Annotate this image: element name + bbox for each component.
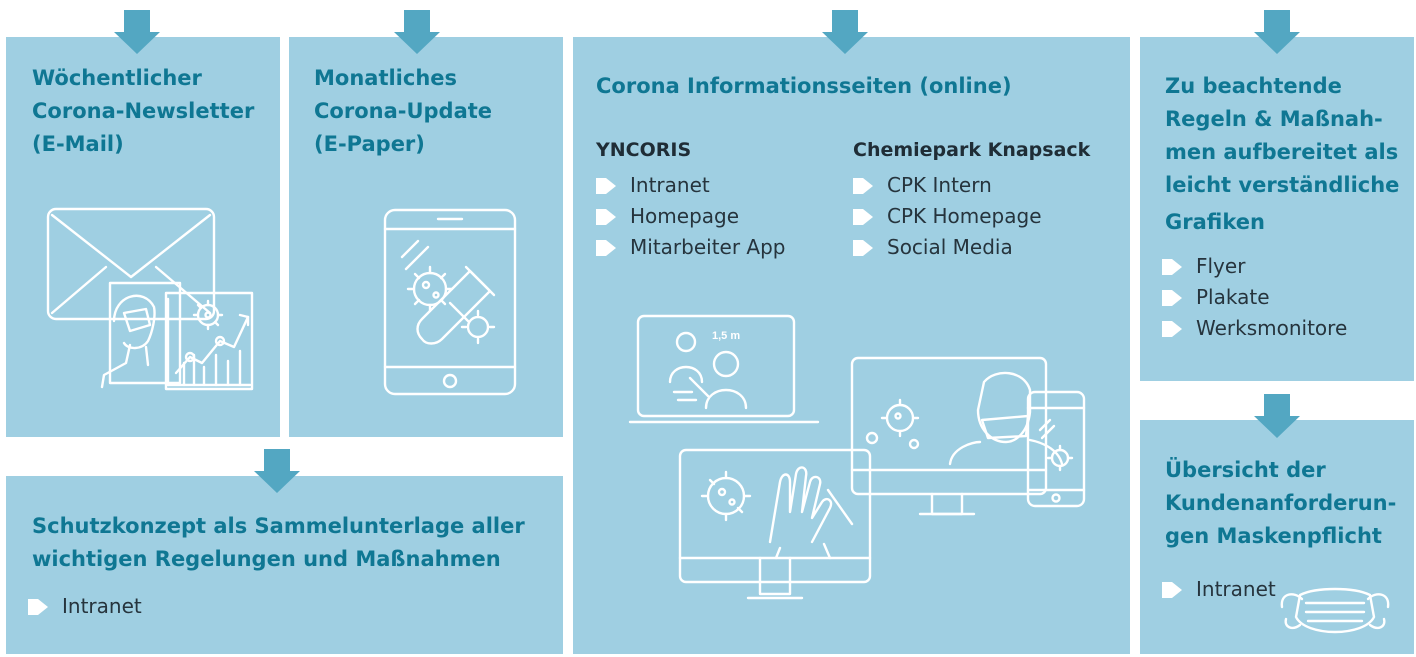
rules-panel	[1140, 37, 1414, 381]
schutz-panel	[6, 476, 563, 654]
down-arrow-icon	[1254, 394, 1300, 438]
bullet-arrow-icon	[853, 209, 873, 225]
distance-label: 1,5 m	[712, 330, 740, 342]
info-title: Corona Informationsseiten (online)	[596, 74, 1012, 98]
bullet-arrow-icon	[853, 240, 873, 256]
down-arrow-icon	[254, 449, 300, 493]
kunden-title: Übersicht der Kundenanforderun- gen Mask…	[1165, 458, 1397, 548]
newsletter-panel	[6, 37, 280, 437]
update-panel	[289, 37, 563, 437]
list-item[interactable]: Mitarbeiter App	[596, 232, 786, 263]
list-item[interactable]: Intranet	[28, 591, 142, 622]
schutz-title: Schutzkonzept als Sammelunterlage aller …	[32, 514, 525, 571]
down-arrow-icon	[822, 10, 868, 54]
schutz-list: Intranet	[28, 591, 142, 622]
rules-title: Zu beachtende Regeln & Maßnah- men aufbe…	[1165, 74, 1400, 234]
yncoris-heading: YNCORIS	[596, 139, 692, 161]
bullet-arrow-icon	[596, 209, 616, 225]
chemiepark-heading: Chemiepark Knapsack	[853, 139, 1091, 161]
list-item[interactable]: Werksmonitore	[1162, 313, 1347, 344]
devices-illustration: 1,5 m	[628, 314, 1086, 600]
bullet-arrow-icon	[853, 178, 873, 194]
list-item[interactable]: CPK Homepage	[853, 201, 1042, 232]
bullet-arrow-icon	[1162, 582, 1182, 598]
list-item[interactable]: Flyer	[1162, 251, 1347, 282]
rules-list: Flyer Plakate Werksmonitore	[1162, 251, 1347, 344]
envelope-mask-chart-illustration	[46, 207, 254, 391]
list-item[interactable]: Intranet	[596, 170, 786, 201]
bullet-arrow-icon	[1162, 290, 1182, 306]
list-item[interactable]: CPK Intern	[853, 170, 1042, 201]
info-panel	[573, 37, 1130, 654]
bullet-arrow-icon	[596, 240, 616, 256]
kunden-list: Intranet	[1162, 574, 1276, 605]
bullet-arrow-icon	[1162, 321, 1182, 337]
list-item[interactable]: Homepage	[596, 201, 786, 232]
bullet-arrow-icon	[596, 178, 616, 194]
bullet-arrow-icon	[1162, 259, 1182, 275]
chemiepark-list: CPK Intern CPK Homepage Social Media	[853, 170, 1042, 263]
yncoris-list: Intranet Homepage Mitarbeiter App	[596, 170, 786, 263]
down-arrow-icon	[1254, 10, 1300, 54]
list-item[interactable]: Intranet	[1162, 574, 1276, 605]
face-mask-illustration	[1280, 587, 1390, 634]
tablet-virus-testtube-illustration	[383, 208, 517, 396]
list-item[interactable]: Plakate	[1162, 282, 1347, 313]
newsletter-title: Wöchentlicher Corona-Newsletter (E-Mail)	[32, 66, 255, 156]
list-item[interactable]: Social Media	[853, 232, 1042, 263]
update-title: Monatliches Corona-Update (E-Paper)	[314, 66, 493, 156]
bullet-arrow-icon	[28, 599, 48, 615]
down-arrow-icon	[394, 10, 440, 54]
kunden-panel	[1140, 420, 1414, 654]
down-arrow-icon	[114, 10, 160, 54]
